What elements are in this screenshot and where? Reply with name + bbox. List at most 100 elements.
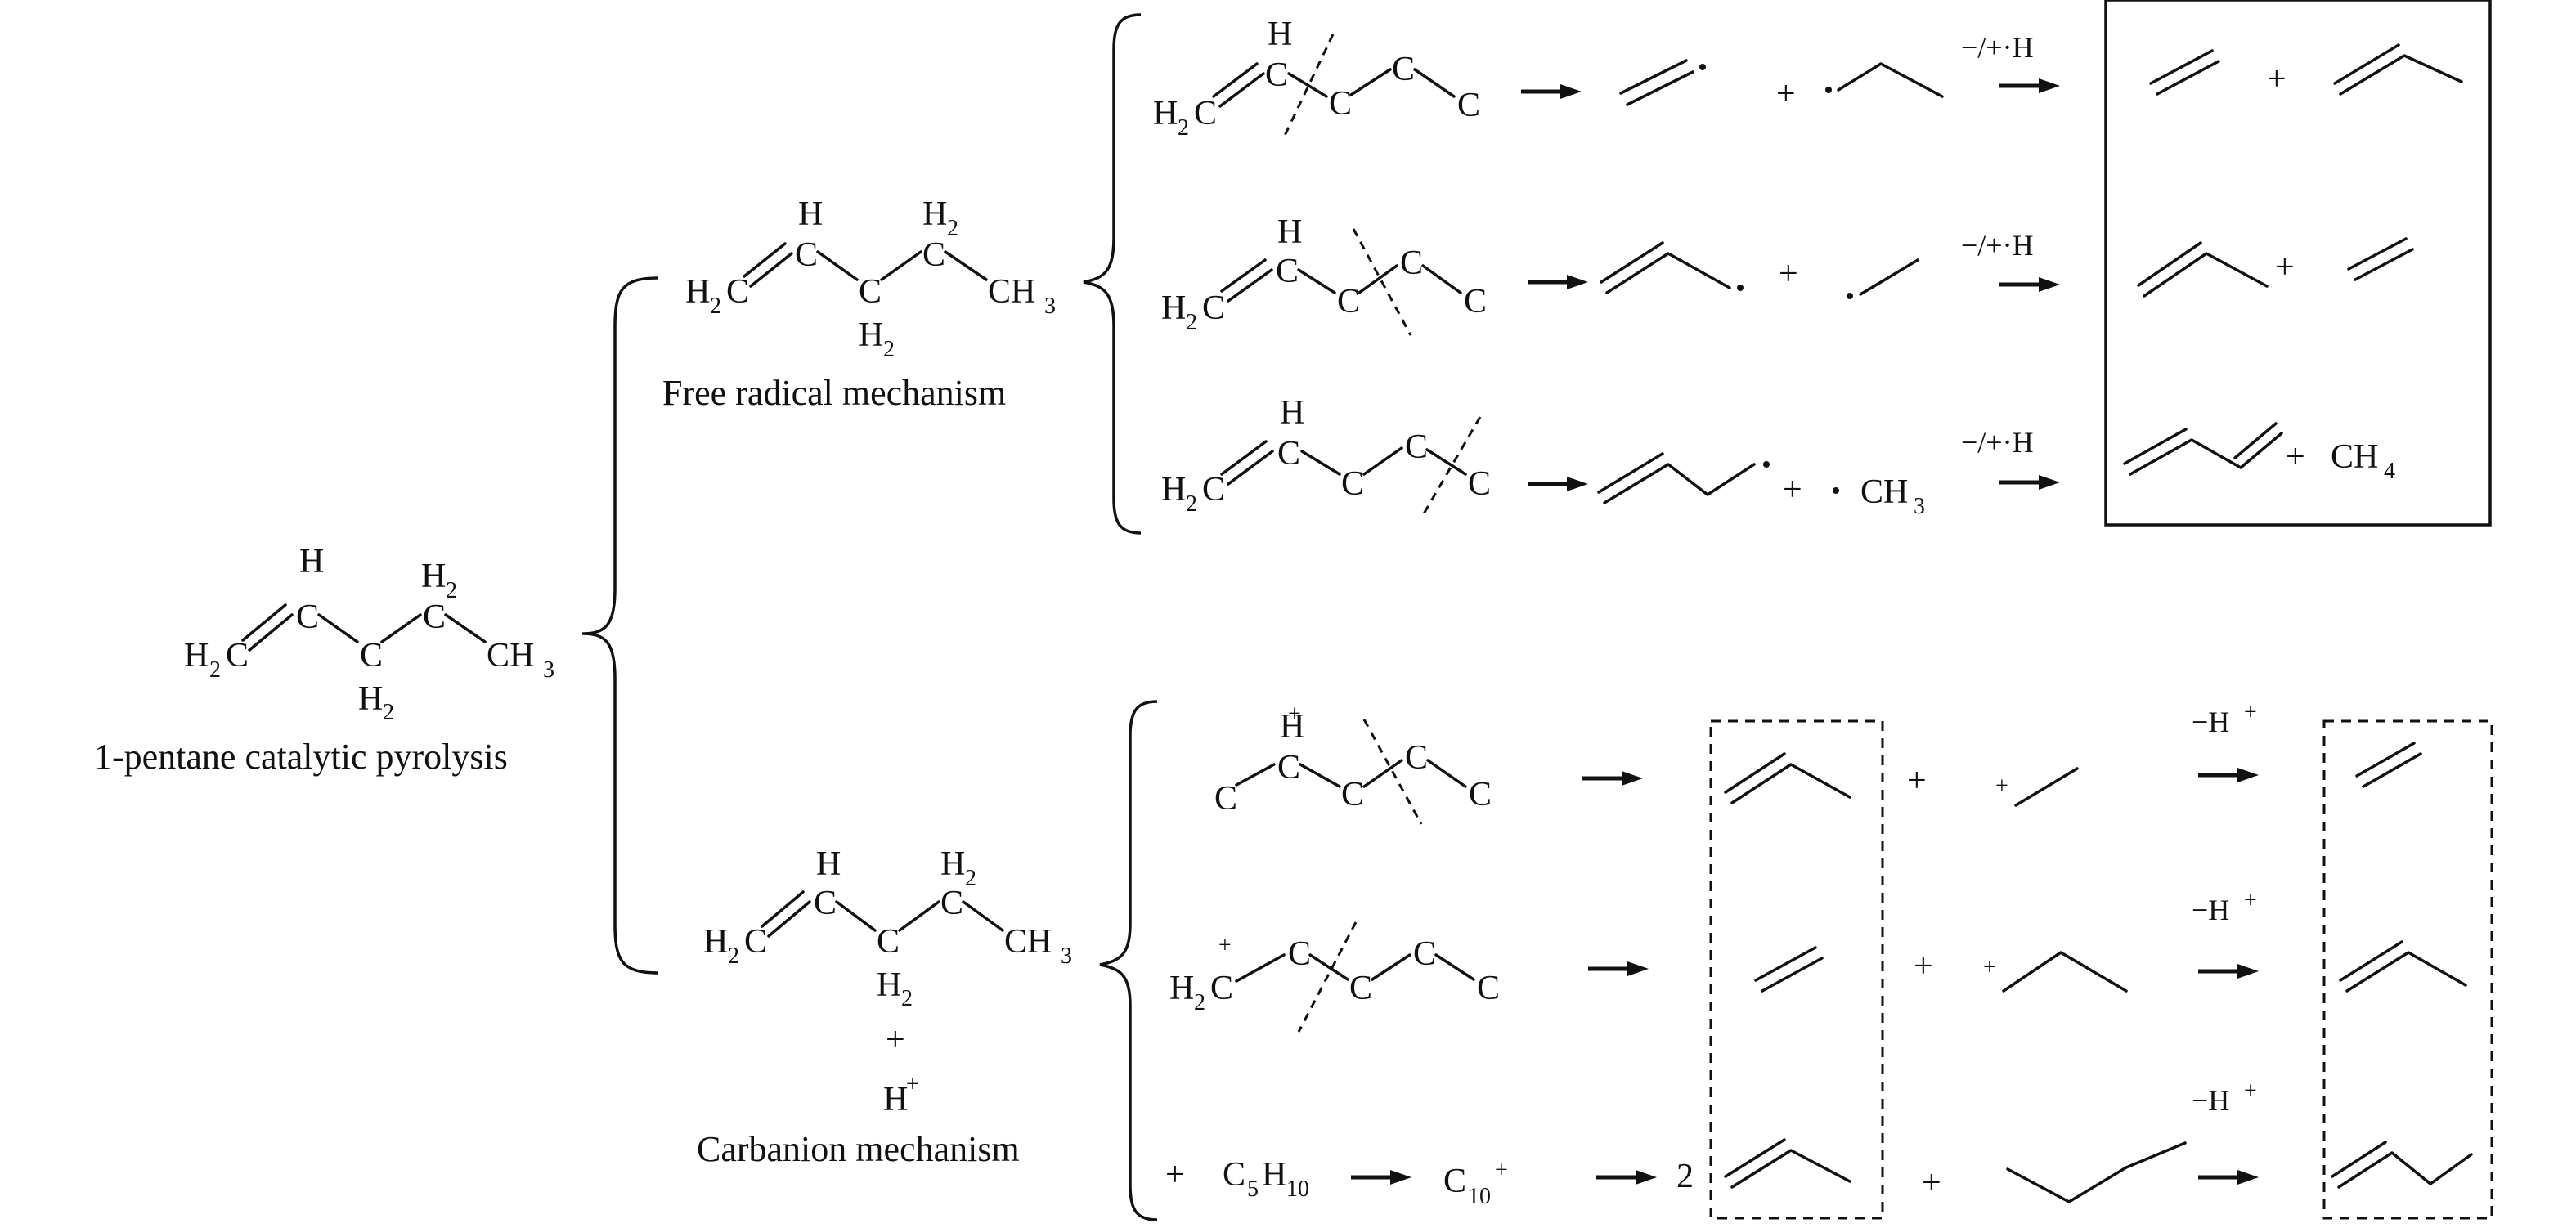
fr-c3-h2: H [859, 316, 883, 354]
cb1-step-charge: + [2244, 700, 2257, 725]
carbanion-intermediate-box [1709, 719, 1884, 1220]
start-c4-h2-sub: 2 [446, 578, 457, 603]
cb1-c3: C [1341, 776, 1364, 813]
cb1-step-label: −H [2192, 706, 2229, 738]
fr3-c3: C [1341, 465, 1364, 503]
start-h-atom: H [299, 543, 324, 580]
fr1-h: H [1268, 16, 1292, 53]
cb-h2c-c: C [744, 923, 767, 961]
cb-c3-h2-sub: 2 [901, 986, 913, 1011]
fr1-c4: C [1392, 51, 1415, 88]
fr-c4-h2-sub: 2 [947, 216, 958, 241]
cb-ch3: CH [1004, 923, 1052, 961]
cb2-charge: + [1218, 933, 1232, 958]
fr2-plus: + [1779, 255, 1798, 293]
cb3-c5h10-h: H [1262, 1156, 1286, 1194]
fr3-c2: C [1277, 435, 1300, 473]
cb2-frag-charge: + [1983, 955, 1996, 980]
fr-prod3-ch4-sub: 4 [2384, 459, 2395, 484]
start-c2-atom: C [296, 598, 319, 636]
free-radical-caption: Free radical mechanism [662, 373, 1006, 413]
cb-proton-charge: + [906, 1072, 919, 1097]
free-radical-products-box [2104, 0, 2492, 527]
cb3-c10-sub: 10 [1468, 1184, 1491, 1209]
main-brace [581, 276, 659, 975]
fr-row-3: H C H 2 C C C C + CH 3 −/+·H [1161, 394, 2060, 519]
cb3-c10-charge: + [1495, 1158, 1508, 1183]
cb-c2: C [814, 885, 837, 922]
cb2-c4: C [1413, 935, 1436, 973]
cb3-plus-lead: + [1165, 1156, 1185, 1194]
cb-h2c-sub: 2 [728, 943, 739, 969]
start-ch3-label: CH [487, 637, 534, 675]
carbanion-caption: Carbanion mechanism [697, 1129, 1020, 1169]
start-c3-atom: C [360, 637, 383, 675]
cb3-c5h10-sub5: 5 [1247, 1176, 1259, 1202]
start-c4-h2: H [421, 558, 446, 595]
fr-c3: C [859, 273, 882, 311]
cb-c3-h2: H [877, 966, 901, 1004]
fr-c2: C [795, 236, 818, 274]
cb2-step-label: −H [2192, 894, 2229, 926]
fr1-step-label: −/+·H [1961, 31, 2034, 64]
start-ch3-sub: 3 [543, 657, 554, 683]
cb-row-2: + H 2 C C C C C + + −H + [1169, 888, 2259, 1033]
cb-ch3-sub: 3 [1061, 943, 1072, 969]
fr3-h2c-sub: 2 [1186, 491, 1197, 517]
fr3-h: H [1280, 394, 1304, 432]
fr-h2c-h: H [685, 273, 710, 311]
cb3-step-charge: + [2244, 1078, 2257, 1104]
fr-h2c-sub: 2 [710, 294, 721, 319]
cb1-plus: + [1907, 762, 1927, 800]
fr-c3-h2-sub: 2 [883, 337, 895, 362]
fr2-c3: C [1337, 283, 1360, 320]
cb2-c3: C [1349, 970, 1372, 1007]
fr-c4: C [922, 236, 945, 274]
free-radical-molecule: H C H 2 C C H 2 C H 2 CH 3 Free radical … [662, 195, 1056, 413]
cb-h2c-h: H [703, 923, 728, 961]
fr-products: + + + CH 4 [2123, 43, 2463, 484]
fr3-step-label: −/+·H [1961, 426, 2034, 459]
fr1-h2c-h: H [1153, 95, 1178, 132]
carbanion-molecule: H C H 2 C C H 2 C H 2 CH 3 + H + Carbani… [697, 845, 1072, 1169]
fr1-c2: C [1265, 56, 1288, 94]
fr3-h2c-c: C [1202, 471, 1225, 509]
fr2-h: H [1277, 213, 1302, 251]
fr-prod1-plus: + [2267, 61, 2287, 98]
cb-row-3: + C 5 H 10 C 10 + 2 + −H + [1165, 1078, 2259, 1209]
cb1-c2: C [1277, 749, 1300, 787]
fr2-c2: C [1276, 253, 1299, 290]
cb1-h: H [1280, 708, 1304, 746]
fr-row-2: H C H 2 C C C C + −/+·H [1161, 213, 2060, 336]
start-h2c-sub: 2 [209, 657, 221, 683]
fr1-plus: + [1776, 75, 1796, 113]
cb-c4: C [940, 885, 963, 922]
start-h2c-c: C [226, 637, 249, 675]
cb2-plus: + [1914, 948, 1933, 985]
cb3-plus: + [1922, 1164, 1941, 1202]
fr-c4-h2: H [922, 195, 947, 233]
cb3-c10-c: C [1443, 1163, 1466, 1200]
fr-ch3-sub: 3 [1044, 294, 1056, 319]
cb-c4-h2-sub: 2 [965, 866, 976, 891]
cb-products [2331, 742, 2473, 1189]
cb3-coefficient: 2 [1676, 1158, 1694, 1195]
fr3-c5: C [1468, 465, 1491, 503]
fr3-h2c-h: H [1161, 471, 1186, 509]
start-caption: 1-pentane catalytic pyrolysis [94, 737, 508, 777]
cb-proton-h: H [883, 1081, 908, 1118]
cb-plus: + [886, 1021, 905, 1059]
start-c3-h2: H [358, 680, 383, 718]
cb-h-atom: H [816, 845, 841, 883]
fr2-c4: C [1400, 244, 1423, 282]
cb-c4-h2: H [940, 845, 965, 883]
start-c3-h2-sub: 2 [383, 700, 394, 725]
cb3-c5h10-c: C [1223, 1156, 1245, 1194]
fr2-step-label: −/+·H [1961, 229, 2034, 262]
fr1-c3: C [1329, 85, 1352, 123]
cb-c3: C [877, 923, 900, 961]
cb-row-1: H + C C C C C + + −H + [1214, 700, 2259, 825]
fr2-c5: C [1464, 283, 1487, 320]
start-molecule: H C H 2 C C H 2 C H 2 CH 3 1-pentane cat… [94, 543, 554, 777]
